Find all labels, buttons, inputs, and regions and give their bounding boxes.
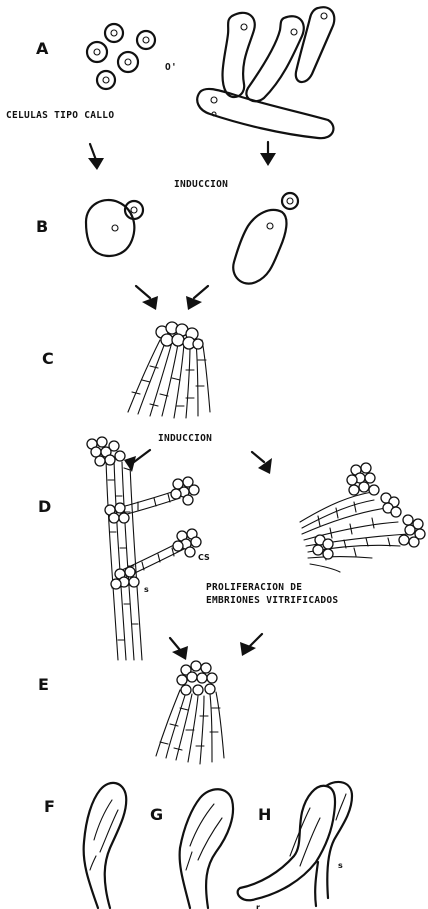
branching-embryo-axis — [87, 437, 201, 660]
embryo-cluster-c — [128, 322, 210, 418]
arrows-a-to-b — [88, 142, 276, 170]
label-r: r — [256, 903, 260, 909]
label-a: A — [36, 39, 49, 58]
somatic-embryo-f — [84, 783, 127, 908]
label-f: F — [44, 797, 55, 816]
label-s: s — [338, 861, 343, 870]
arrows-b-to-c — [136, 286, 208, 310]
induced-round-cell — [86, 200, 143, 256]
label-e: E — [38, 675, 49, 694]
caption-callus: CELULAS TIPO CALLO — [6, 110, 114, 121]
label-s-small: s — [144, 585, 149, 594]
caption-proliferation-1: PROLIFERACION DE — [206, 582, 302, 593]
elongated-cells — [197, 7, 334, 138]
caption-induction-2: INDUCCION — [158, 433, 212, 444]
callus-cells — [87, 24, 155, 89]
label-cs: CS — [198, 553, 210, 562]
caption-induction-1: INDUCCION — [174, 179, 228, 190]
somatic-embryo-g — [180, 789, 233, 908]
label-g: G — [150, 805, 163, 824]
vitrified-embryo-bundle — [300, 463, 425, 572]
arrows-induction-d — [124, 450, 272, 474]
embryo-cluster-e — [156, 661, 224, 764]
arrows-d-to-e — [170, 634, 262, 660]
label-o: O' — [165, 62, 177, 73]
induced-elongated-cell — [233, 193, 298, 284]
caption-proliferation-2: EMBRIONES VITRIFICADOS — [206, 595, 338, 606]
label-d: D — [38, 497, 51, 516]
label-c: C — [42, 349, 54, 368]
label-b: B — [36, 217, 48, 236]
label-h: H — [258, 805, 271, 824]
somatic-embryo-h — [238, 782, 352, 906]
